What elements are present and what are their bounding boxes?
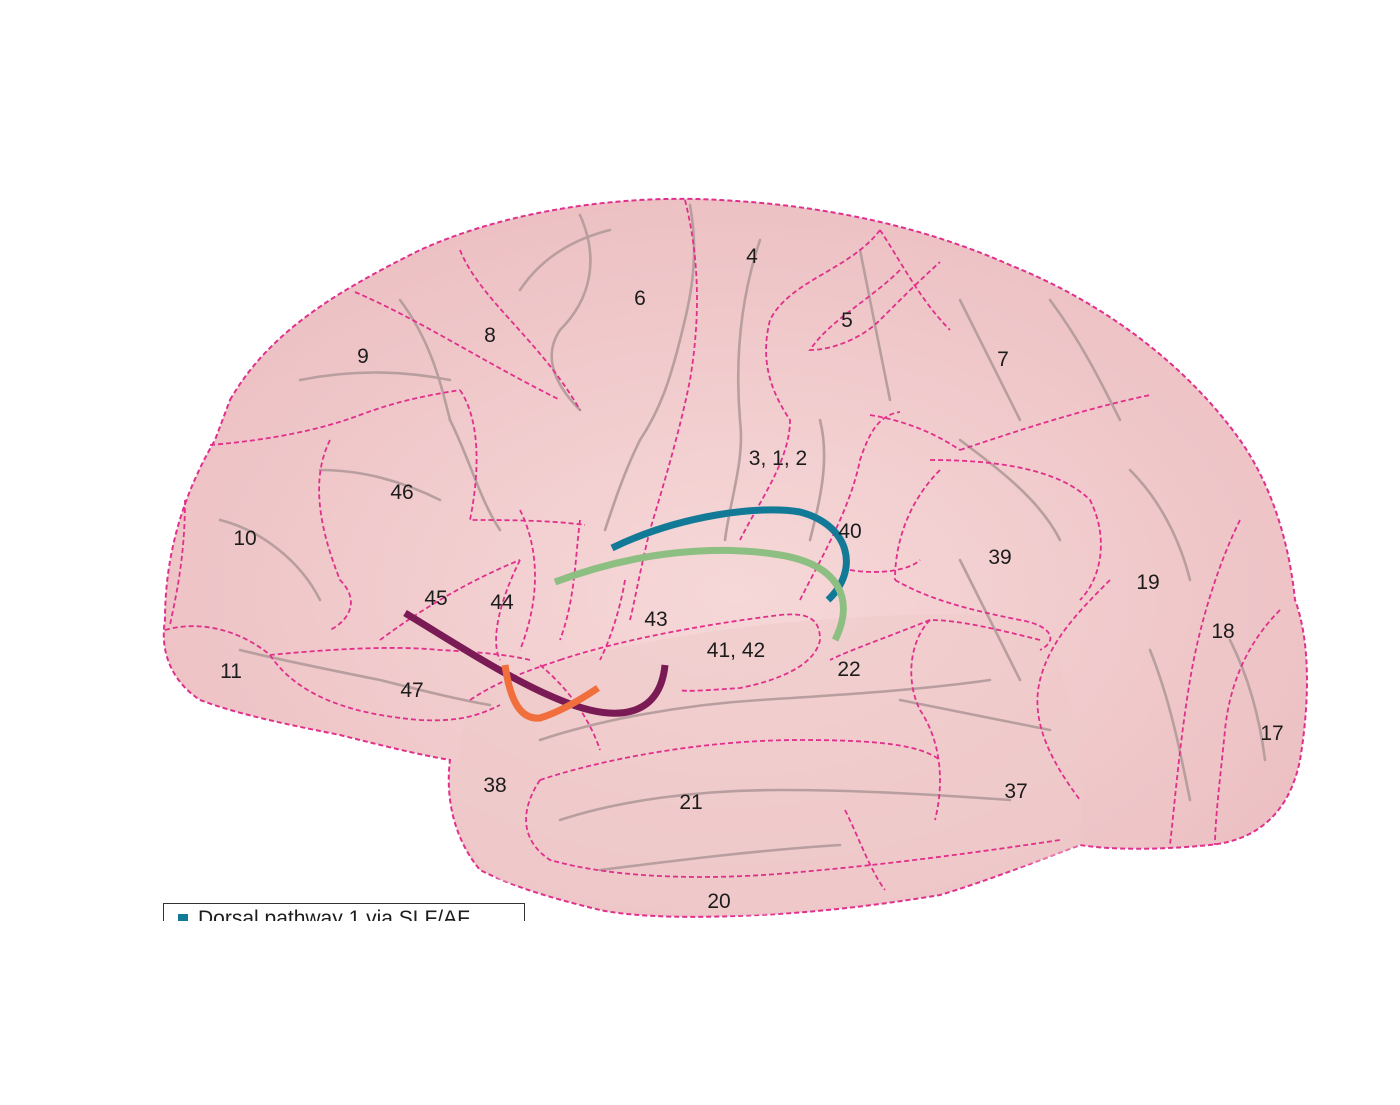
area-labels: 4 6 5 8 9 7 3, 1, 2 46 10 40 39 19 18 45… xyxy=(220,245,1284,913)
area-label: 22 xyxy=(837,658,860,681)
area-label: 47 xyxy=(400,679,423,702)
area-label: 37 xyxy=(1004,780,1027,803)
legend-swatch-dorsal-1 xyxy=(178,914,188,921)
area-label: 10 xyxy=(233,527,256,550)
area-label: 19 xyxy=(1136,571,1159,594)
legend-entry-dorsal-1: Dorsal pathway 1 via SLF/AF xyxy=(198,907,470,921)
area-label: 11 xyxy=(220,660,242,683)
area-label: 7 xyxy=(997,348,1009,371)
area-label: 45 xyxy=(424,587,447,610)
area-label: 8 xyxy=(484,324,496,347)
area-label: 20 xyxy=(707,890,730,913)
sulci xyxy=(218,203,1267,872)
area-label: 38 xyxy=(483,774,506,797)
dorsal-pathway-1 xyxy=(610,506,850,603)
area-label: 43 xyxy=(644,608,667,631)
ventral-pathway-2 xyxy=(501,664,600,722)
dorsal-pathway-2 xyxy=(553,546,847,642)
area-label: 39 xyxy=(988,546,1011,569)
fiber-pathways xyxy=(403,506,850,722)
area-label: 44 xyxy=(490,591,514,614)
area-label: 40 xyxy=(838,520,861,543)
area-label: 3, 1, 2 xyxy=(749,447,807,470)
area-label: 41, 42 xyxy=(707,639,765,662)
area-boundaries xyxy=(164,199,1281,891)
temporal-lobe-shade xyxy=(456,614,1083,916)
area-label: 17 xyxy=(1260,722,1283,745)
area-label: 46 xyxy=(390,481,413,504)
area-label: 4 xyxy=(746,245,758,268)
area-label: 18 xyxy=(1211,620,1234,643)
area-label: 21 xyxy=(679,791,702,814)
area-label: 5 xyxy=(841,309,853,332)
ventral-pathway-1 xyxy=(403,609,669,717)
area-label: 9 xyxy=(357,345,369,368)
legend: Dorsal pathway 1 via SLF/AF xyxy=(163,903,525,921)
area-label: 6 xyxy=(634,287,646,310)
